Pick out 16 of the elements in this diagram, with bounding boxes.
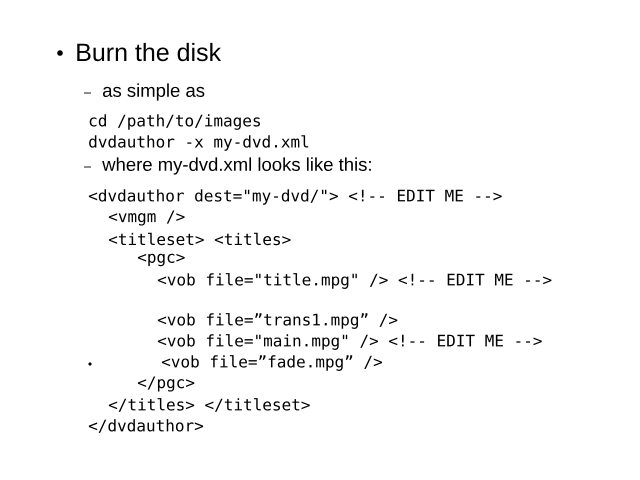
code-line: </dvdauthor> <box>88 419 204 433</box>
code-line: <pgc> <box>138 254 185 266</box>
code-line: </titles> </titleset> <box>108 398 310 412</box>
code-line: <vob file="title.mpg" /> <!-- EDIT ME --> <box>158 273 552 289</box>
code-line: <vob file=”fade.mpg” /> <box>162 355 382 371</box>
code-line: dvdauthor -x my-dvd.xml <box>89 135 308 151</box>
sub-bullet-text: where my-dvd.xml looks like this: <box>102 157 371 175</box>
code-line: <titleset> <titles> <box>108 232 291 246</box>
code-line: <dvdauthor dest="my-dvd/"> <!-- EDIT ME --> <box>88 189 502 205</box>
code-line: </pgc> <box>138 376 194 392</box>
sub-bullet-text: as simple as <box>102 83 204 101</box>
code-line: <vob file="main.mpg" /> <!-- EDIT ME --> <box>158 334 542 350</box>
code-line: <vob file=”trans1.mpg” /> <box>158 313 398 329</box>
bullet-heading: Burn the disk <box>77 42 222 62</box>
code-line: <vmgm /> <box>108 210 185 226</box>
code-line: cd /path/to/images <box>90 114 260 130</box>
